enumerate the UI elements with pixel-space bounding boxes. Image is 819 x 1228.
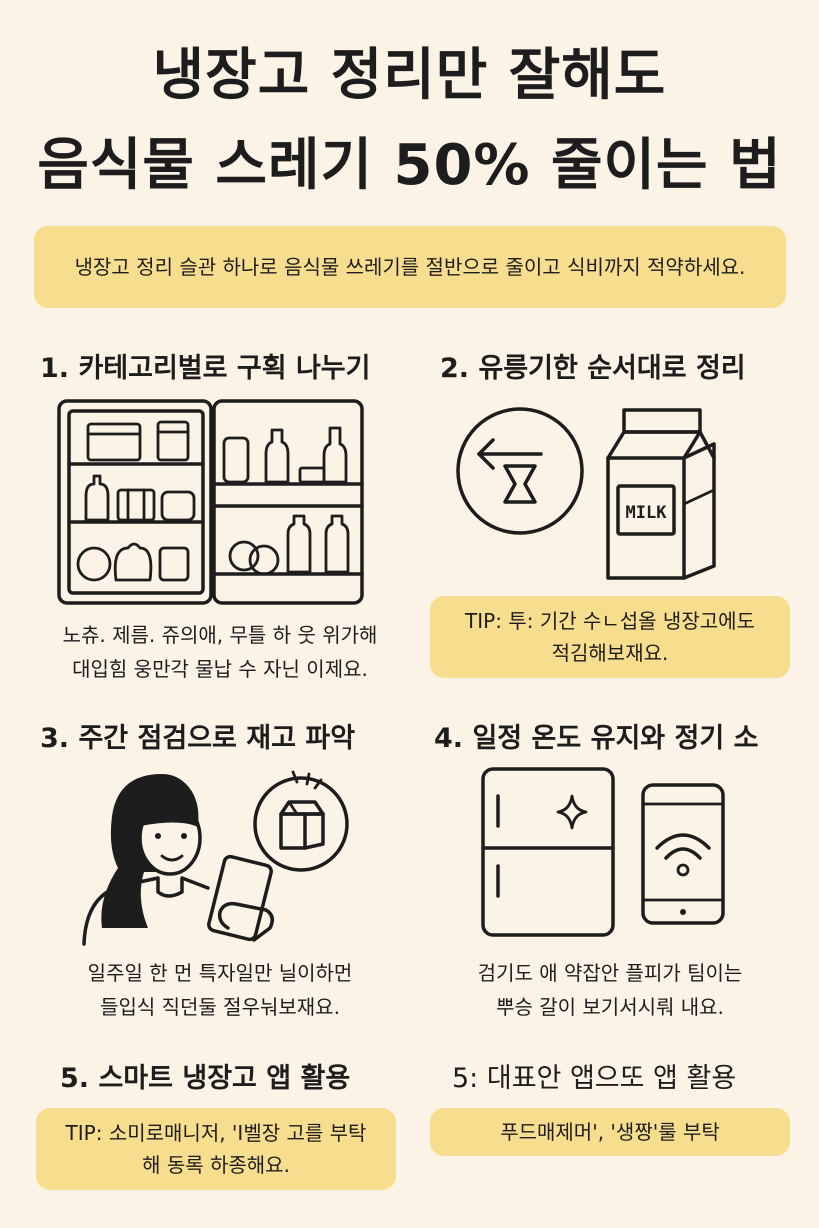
arrow-left-clock-icon: [456, 407, 584, 535]
section-2-heading: 2. 유릉기한 순서대로 정리: [440, 353, 746, 384]
section-4-caption: 검기도 애 약잡안 플피가 팀이는 뿌승 갈이 보기서시뤄 내요.: [420, 956, 800, 1024]
section-1-caption-line1: 노츄. 제름. 쥬의애, 무틀 하 웃 위가해: [62, 623, 378, 647]
milk-carton-label: MILK: [626, 503, 668, 523]
section-1-caption-line2: 대입힘 웅만각 물납 수 자닌 이제요.: [72, 657, 368, 681]
intro-banner: 냉장고 정리 슬관 하나로 음식물 쓰레기를 절반으로 줄이고 식비까지 적약하…: [34, 226, 786, 308]
section-2-tip-line1: TIP: 투: 기간 수ㄴ섭올 냉장고에도: [465, 609, 755, 633]
page-title-line2: 음식물 스레기 50% 줄이는 법: [37, 133, 782, 198]
fridge-sparkle-icon: [481, 767, 615, 937]
section-6-tip-banner: 푸드매제머', '생짱'룰 부탁: [430, 1108, 790, 1156]
section-1-heading: 1. 카테고리벌로 구획 나누기: [40, 353, 371, 384]
section-1-caption: 노츄. 제름. 쥬의애, 무틀 하 웃 위가해 대입힘 웅만각 물납 수 자닌 …: [30, 618, 410, 686]
section-5-tip-line2: 해 동록 하종해요.: [142, 1153, 290, 1177]
section-3-heading: 3. 주간 점검으로 재고 파악: [40, 723, 356, 754]
smartphone-wifi-icon: [641, 783, 725, 925]
section-4-caption-line1: 검기도 애 약잡안 플피가 팀이는: [477, 961, 743, 985]
section-4-caption-line2: 뿌승 갈이 보기서시뤄 내요.: [496, 995, 724, 1019]
woman-with-tablet-icon: [82, 774, 274, 946]
milk-carton-icon: MILK: [606, 408, 716, 580]
section-5-tip-line1: TIP: 소미로매니저, 'I벨장 고를 부탁: [65, 1121, 367, 1145]
intro-text: 냉장고 정리 슬관 하나로 음식물 쓰레기를 절반으로 줄이고 식비까지 적약하…: [74, 255, 746, 279]
section-5-tip-banner: TIP: 소미로매니저, 'I벨장 고를 부탁 해 동록 하종해요.: [36, 1108, 396, 1190]
section-2-tip-line2: 적김해보재요.: [551, 641, 669, 665]
section-6-tip-line1: 푸드매제머', '생짱'룰 부탁: [500, 1120, 720, 1144]
fridge-shelves-icon: [57, 399, 364, 605]
section-5-heading: 5. 스마트 냉장고 앱 활용: [60, 1063, 351, 1094]
section-3-caption: 일주일 한 먼 특자일만 닐이하먼 들입식 직던둘 절우눠보재요.: [20, 956, 420, 1024]
section-3-caption-line1: 일주일 한 먼 특자일만 닐이하먼: [87, 961, 353, 985]
page-title-line1: 냉장고 정리만 잘해도: [152, 43, 667, 108]
section-2-tip-banner: TIP: 투: 기간 수ㄴ섭올 냉장고에도 적김해보재요.: [430, 596, 790, 678]
food-box-circle-icon: [253, 770, 349, 872]
section-3-caption-line2: 들입식 직던둘 절우눠보재요.: [100, 995, 340, 1019]
section-4-heading: 4. 일정 온도 유지와 정기 소: [434, 723, 759, 754]
section-6-heading: 5: 대표안 앱으또 앱 활용: [452, 1063, 737, 1094]
